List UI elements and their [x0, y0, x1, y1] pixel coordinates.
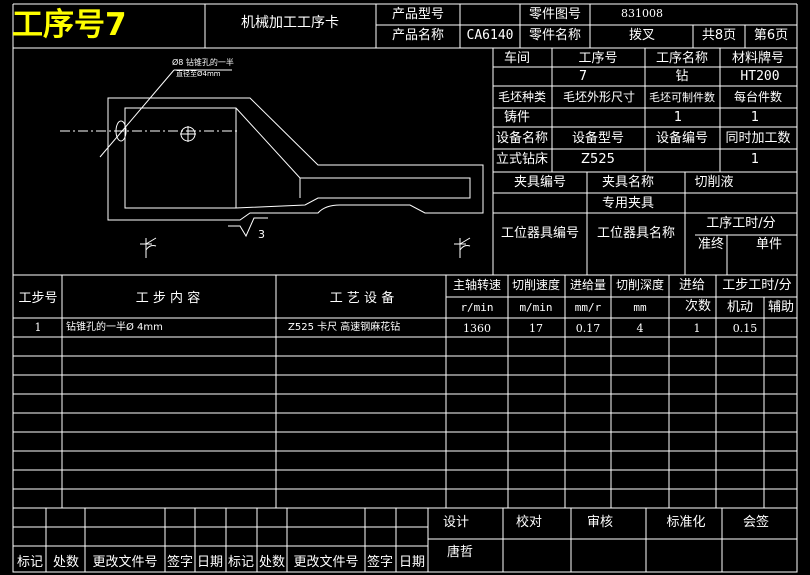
pieces-per-unit-value: 1	[750, 110, 760, 125]
aux-time-header: 辅助	[767, 300, 795, 315]
unit-mm: mm	[633, 301, 647, 314]
grid-lines	[12, 3, 798, 573]
part-outline	[107, 97, 484, 221]
equipment-model-value: Z525	[581, 152, 615, 167]
fixture-no-label: 夹具编号	[513, 175, 567, 190]
hole-leader	[99, 69, 175, 158]
step-row-1-no: 1	[34, 321, 42, 334]
prep-time-label: 准终	[697, 237, 725, 252]
step-no-header: 工步号	[18, 291, 58, 306]
revision-header-doc-2: 更改文件号	[293, 555, 359, 570]
process-number-title: 工序号7	[12, 7, 127, 43]
equipment-name-value: 立式钻床	[495, 152, 549, 167]
coolant-label: 切削液	[694, 175, 734, 190]
concurrent-parts-value: 1	[750, 152, 760, 167]
step-row-1-feed: 0.17	[575, 322, 601, 335]
pieces-per-blank-label: 毛坯可制件数	[649, 91, 715, 104]
machine-time-header: 机动	[726, 300, 754, 315]
cutting-speed-header: 切削速度	[511, 278, 561, 292]
part-drawing-no-label: 零件图号	[528, 7, 582, 22]
blank-size-label: 毛坯外形尺寸	[562, 90, 636, 104]
material-label: 材料牌号	[731, 51, 785, 66]
part-drawing-no: 831008	[621, 7, 663, 20]
revision-header-count-2: 处数	[258, 555, 286, 570]
product-name-label: 产品名称	[391, 28, 445, 43]
total-pages: 共8页	[701, 28, 737, 43]
standardize-label: 标准化	[666, 515, 706, 530]
passes-header-line2: 次数	[684, 299, 712, 314]
spindle-speed-header: 主轴转速	[452, 278, 502, 292]
passes-header-line1: 进给	[678, 278, 706, 293]
part-name: 拨叉	[628, 28, 656, 43]
review-label: 审核	[586, 515, 614, 530]
depth-header: 切削深度	[615, 278, 665, 292]
countersign-label: 会签	[742, 515, 770, 530]
designer-name: 唐哲	[446, 545, 474, 560]
process-name-value: 钻	[675, 69, 689, 84]
pieces-per-unit-label: 每台件数	[733, 90, 783, 104]
step-row-1-content: 钻锥孔的一半Ø 4mm	[66, 322, 163, 333]
page-no: 第6页	[753, 28, 789, 43]
revision-header-sign-2: 签字	[366, 555, 394, 570]
card-title: 机械加工工序卡	[241, 15, 339, 31]
fixture-name-value: 专用夹具	[601, 196, 655, 211]
unit-mpm: m/min	[519, 301, 553, 314]
step-time-header: 工步工时/分	[722, 278, 792, 293]
process-no-label: 工序号	[578, 51, 618, 66]
revision-header-count-1: 处数	[52, 555, 80, 570]
fixture-name-label: 夹具名称	[601, 175, 655, 190]
product-model-label: 产品型号	[391, 7, 445, 22]
step-row-1-spindle-speed: 1360	[463, 322, 491, 335]
revision-header-mark-2: 标记	[227, 555, 255, 570]
station-tool-name-label: 工位器具名称	[596, 226, 676, 241]
roughness-symbol	[228, 217, 268, 238]
step-row-1-equipment: Z525 卡尺 高速钢麻花钻	[288, 322, 401, 333]
part-name-label: 零件名称	[528, 28, 582, 43]
product-name: CA6140	[466, 28, 514, 43]
process-no-value: 7	[578, 69, 588, 84]
workshop-label: 车间	[503, 51, 531, 66]
step-row-1-depth: 4	[636, 322, 644, 335]
material-value: HT200	[740, 69, 780, 84]
step-content-header: 工 步 内 容	[135, 291, 201, 306]
station-tool-no-label: 工位器具编号	[500, 226, 580, 241]
revision-header-sign-1: 签字	[166, 555, 194, 570]
part-sketch	[60, 69, 484, 258]
locating-marks	[145, 245, 471, 251]
revision-header-doc-1: 更改文件号	[92, 555, 158, 570]
process-name-label: 工序名称	[655, 51, 709, 66]
feed-header: 进给量	[569, 278, 607, 292]
step-row-1-machine-time: 0.15	[732, 322, 758, 335]
hole-note-line2: 直径至Ø4mm	[176, 70, 221, 78]
revision-header-date-2: 日期	[398, 555, 426, 570]
surface-roughness-value: 3	[258, 228, 265, 241]
equipment-model-label: 设备型号	[571, 131, 625, 146]
part-inner-outline	[124, 107, 471, 209]
equipment-name-label: 设备名称	[495, 131, 549, 146]
step-row-1-cutting-speed: 17	[529, 322, 543, 335]
equipment-no-label: 设备编号	[655, 131, 709, 146]
process-time-label: 工序工时/分	[706, 216, 776, 231]
unit-rpm: r/min	[460, 301, 494, 314]
unit-mmr: mm/r	[574, 301, 602, 314]
design-label: 设计	[442, 515, 470, 530]
pieces-per-blank-value: 1	[673, 110, 683, 125]
revision-header-date-1: 日期	[196, 555, 224, 570]
hole-note-line1: Ø8 钻锥孔的一半	[172, 58, 234, 67]
blank-type-value: 铸件	[503, 110, 531, 125]
step-row-1-passes: 1	[693, 322, 701, 335]
unit-time-label: 单件	[755, 237, 783, 252]
proofread-label: 校对	[515, 515, 543, 530]
concurrent-parts-label: 同时加工数	[725, 131, 791, 146]
revision-header-mark-1: 标记	[16, 555, 44, 570]
blank-type-label: 毛坯种类	[497, 90, 547, 104]
equipment-header: 工 艺 设 备	[329, 291, 395, 306]
